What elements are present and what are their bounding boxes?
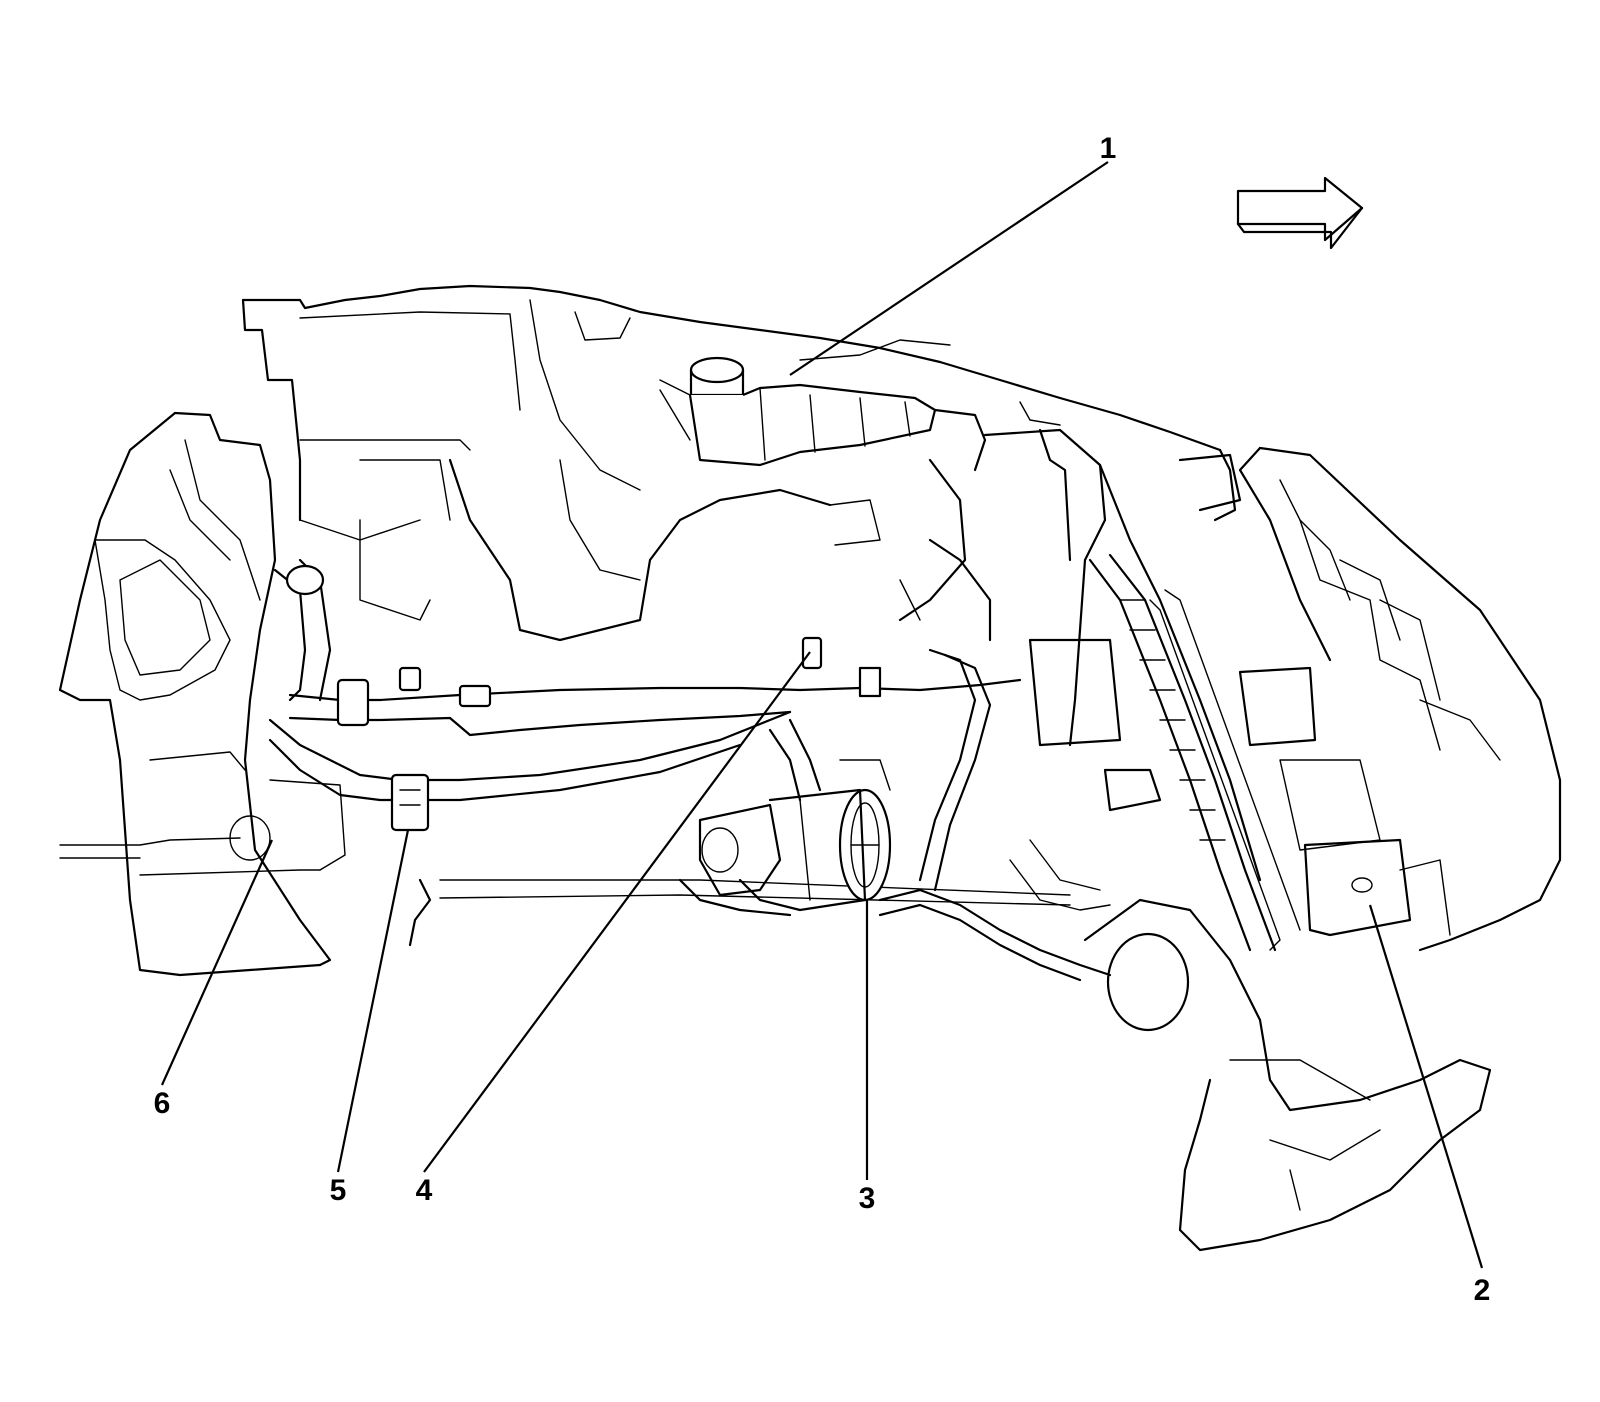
coolant-reservoir (659, 356, 987, 472)
leader-line-2 (1368, 904, 1484, 1269)
engine-block (448, 458, 992, 642)
callout-label-6: 6 (154, 1087, 171, 1120)
cowl-panel (241, 284, 1237, 522)
ac-refrigerant-lines (268, 636, 1071, 947)
callout-label-3: 3 (859, 1182, 876, 1215)
callout-label-2: 2 (1474, 1274, 1491, 1307)
radiator-support (983, 428, 1301, 951)
callout-labels: 1 2 3 4 5 6 (154, 132, 1491, 1307)
callout-label-1: 1 (1100, 132, 1117, 165)
leader-line-1 (789, 161, 1109, 376)
ac-compressor (678, 718, 892, 917)
callout-label-5: 5 (330, 1174, 347, 1207)
wiring-harness (878, 648, 1112, 982)
left-fender-structure (58, 411, 346, 977)
leader-line-5 (336, 829, 410, 1173)
callout-leaders (160, 161, 1484, 1269)
firewall-hoses (273, 439, 471, 702)
lower-air-deflector (1083, 898, 1492, 1252)
callout-label-4: 4 (416, 1174, 433, 1207)
leader-line-4 (423, 651, 811, 1173)
right-fender-structure (1238, 446, 1562, 952)
forward-direction-arrow-icon (1236, 176, 1364, 250)
steering-rack (1088, 553, 1277, 952)
leader-line-6 (160, 839, 274, 1086)
